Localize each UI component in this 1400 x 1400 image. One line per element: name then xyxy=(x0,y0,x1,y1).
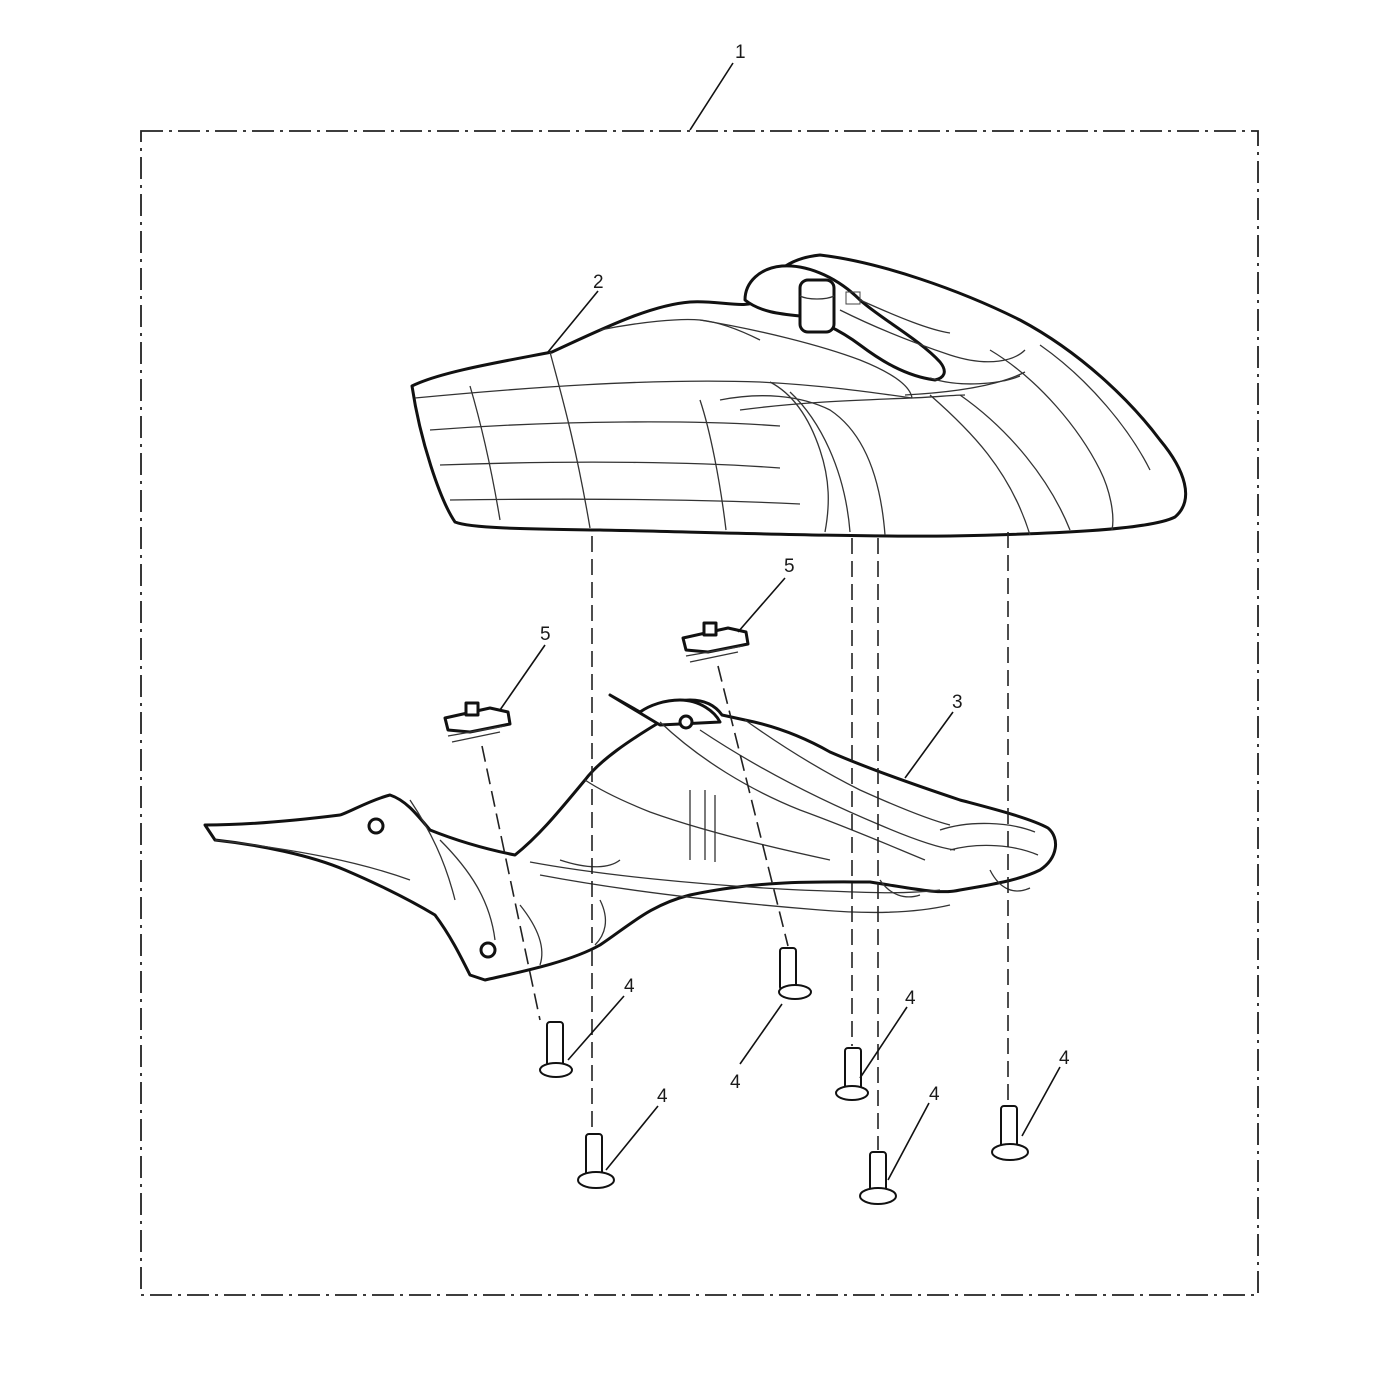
screw-part-3 xyxy=(835,1047,869,1101)
callout-seat-cowl: 2 xyxy=(593,272,604,293)
callout-kit: 1 xyxy=(735,42,746,63)
callout-clip-right: 5 xyxy=(784,556,795,577)
mounting-bracket-part xyxy=(203,693,1057,982)
leader-lines xyxy=(499,62,1061,1181)
callout-screw-5: 4 xyxy=(929,1084,940,1105)
screw-part-6 xyxy=(991,1105,1029,1161)
callout-screw-3: 4 xyxy=(905,988,916,1009)
callout-clip-left: 5 xyxy=(540,624,551,645)
screw-part-5 xyxy=(859,1151,897,1205)
clip-part-right xyxy=(681,621,750,663)
screw-part-1 xyxy=(539,1021,573,1078)
assembly-centerlines xyxy=(481,532,1009,1150)
callout-screw-2: 4 xyxy=(730,1072,741,1093)
callout-bracket: 3 xyxy=(952,692,963,713)
kit-boundary xyxy=(140,130,1259,1296)
screw-part-2 xyxy=(778,947,812,1000)
callout-screw-1: 4 xyxy=(624,976,635,997)
clip-part-left xyxy=(443,701,512,743)
callout-screw-4: 4 xyxy=(657,1086,668,1107)
screw-part-4 xyxy=(577,1133,615,1189)
seat-cowl-part xyxy=(410,253,1188,538)
callout-screw-6: 4 xyxy=(1059,1048,1070,1069)
